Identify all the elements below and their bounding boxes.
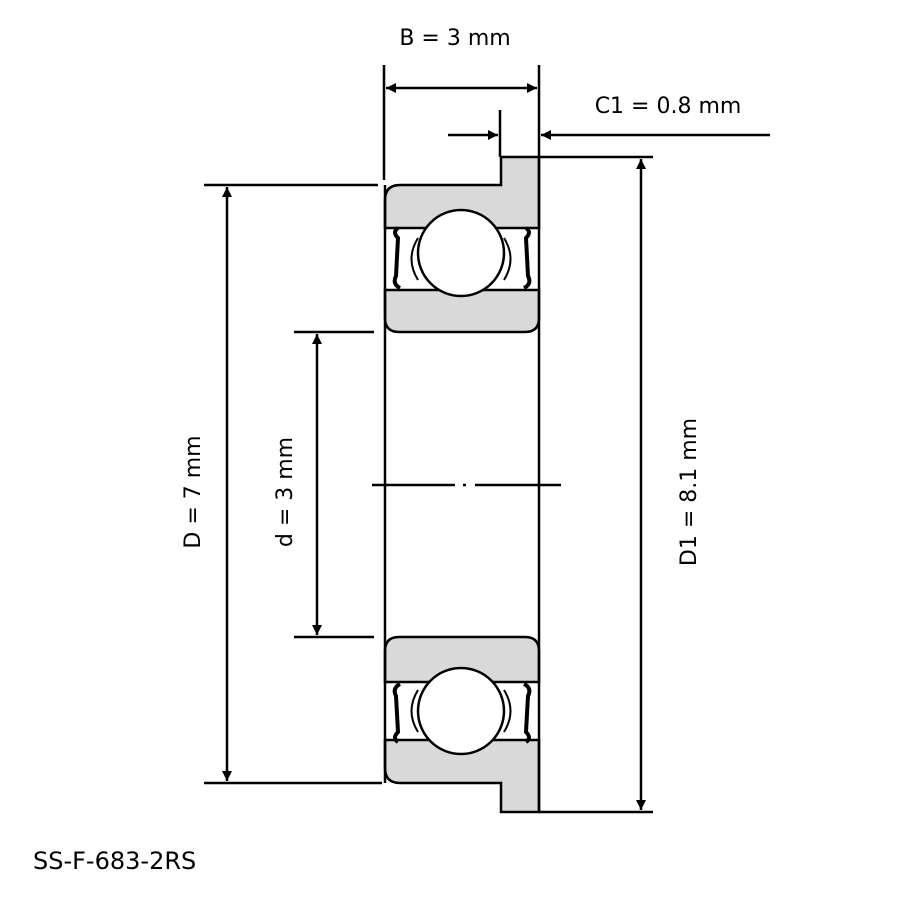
upper-ball <box>416 208 506 298</box>
bearing-section <box>383 65 541 814</box>
lower-ball <box>416 666 506 756</box>
dimension-label-D: D = 7 mm <box>181 435 206 548</box>
upper-right-seal <box>523 226 532 290</box>
dimension-label-C1: C1 = 0.8 mm <box>595 94 742 119</box>
dimension-lines <box>204 65 770 814</box>
part-number: SS-F-683-2RS <box>33 847 196 875</box>
upper-left-seal <box>392 226 401 290</box>
dimension-label-D1: D1 = 8.1 mm <box>677 418 702 566</box>
lower-left-seal <box>392 682 401 744</box>
dimension-label-d: d = 3 mm <box>273 437 298 547</box>
lower-right-seal <box>523 682 532 744</box>
dimension-label-B: B = 3 mm <box>399 26 510 51</box>
